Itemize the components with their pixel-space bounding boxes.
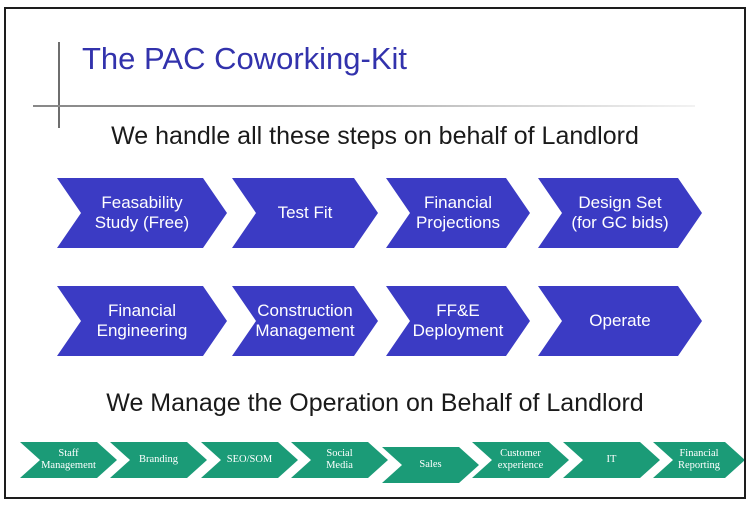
operation-step-sales: Sales [382, 447, 479, 483]
process-step-label: Design Set (for GC bids) [571, 193, 669, 232]
operation-step-label: Financial Reporting [678, 447, 720, 471]
operation-step-label: Sales [419, 458, 442, 470]
decor-vertical-line [58, 42, 60, 128]
operation-step-label: Branding [138, 453, 179, 465]
operation-step-label: SEO/SOM [226, 453, 273, 465]
process-step-label: Construction Management [255, 301, 355, 340]
process-step-ffe-deployment: FF&E Deployment [386, 286, 530, 356]
process-step-label: Financial Engineering [96, 301, 188, 340]
process-step-label: Operate [589, 311, 651, 330]
operation-step-customer-experience: Customer experience [472, 442, 569, 478]
operation-step-financial-reporting: Financial Reporting [653, 442, 745, 478]
operation-step-branding: Branding [110, 442, 207, 478]
operation-step-seo-som: SEO/SOM [201, 442, 298, 478]
process-step-label: Financial Projections [415, 193, 501, 232]
process-step-test-fit: Test Fit [232, 178, 378, 248]
process-step-operate: Operate [538, 286, 702, 356]
operation-step-label: Social Media [326, 447, 353, 471]
process-step-label: FF&E Deployment [412, 301, 504, 340]
operation-step-staff-management: Staff Management [20, 442, 117, 478]
process-step-label: Feasability Study (Free) [94, 193, 190, 232]
operation-step-label: Staff Management [41, 447, 96, 471]
process-step-financial-projections: Financial Projections [386, 178, 530, 248]
operation-step-label: Customer experience [497, 447, 544, 471]
page-title: The PAC Coworking-Kit [82, 41, 408, 76]
process-step-label: Test Fit [277, 203, 333, 222]
decor-horizontal-line [33, 105, 695, 107]
heading-handle-steps: We handle all these steps on behalf of L… [111, 122, 639, 150]
operation-step-label: IT [606, 453, 617, 465]
process-step-design-set: Design Set (for GC bids) [538, 178, 702, 248]
process-step-construction-management: Construction Management [232, 286, 378, 356]
slide-border [4, 7, 746, 499]
process-step-financial-engineering: Financial Engineering [57, 286, 227, 356]
heading-manage-operation: We Manage the Operation on Behalf of Lan… [106, 389, 644, 417]
operation-step-social-media: Social Media [291, 442, 388, 478]
process-step-feasability-study: Feasability Study (Free) [57, 178, 227, 248]
operation-step-it: IT [563, 442, 660, 478]
